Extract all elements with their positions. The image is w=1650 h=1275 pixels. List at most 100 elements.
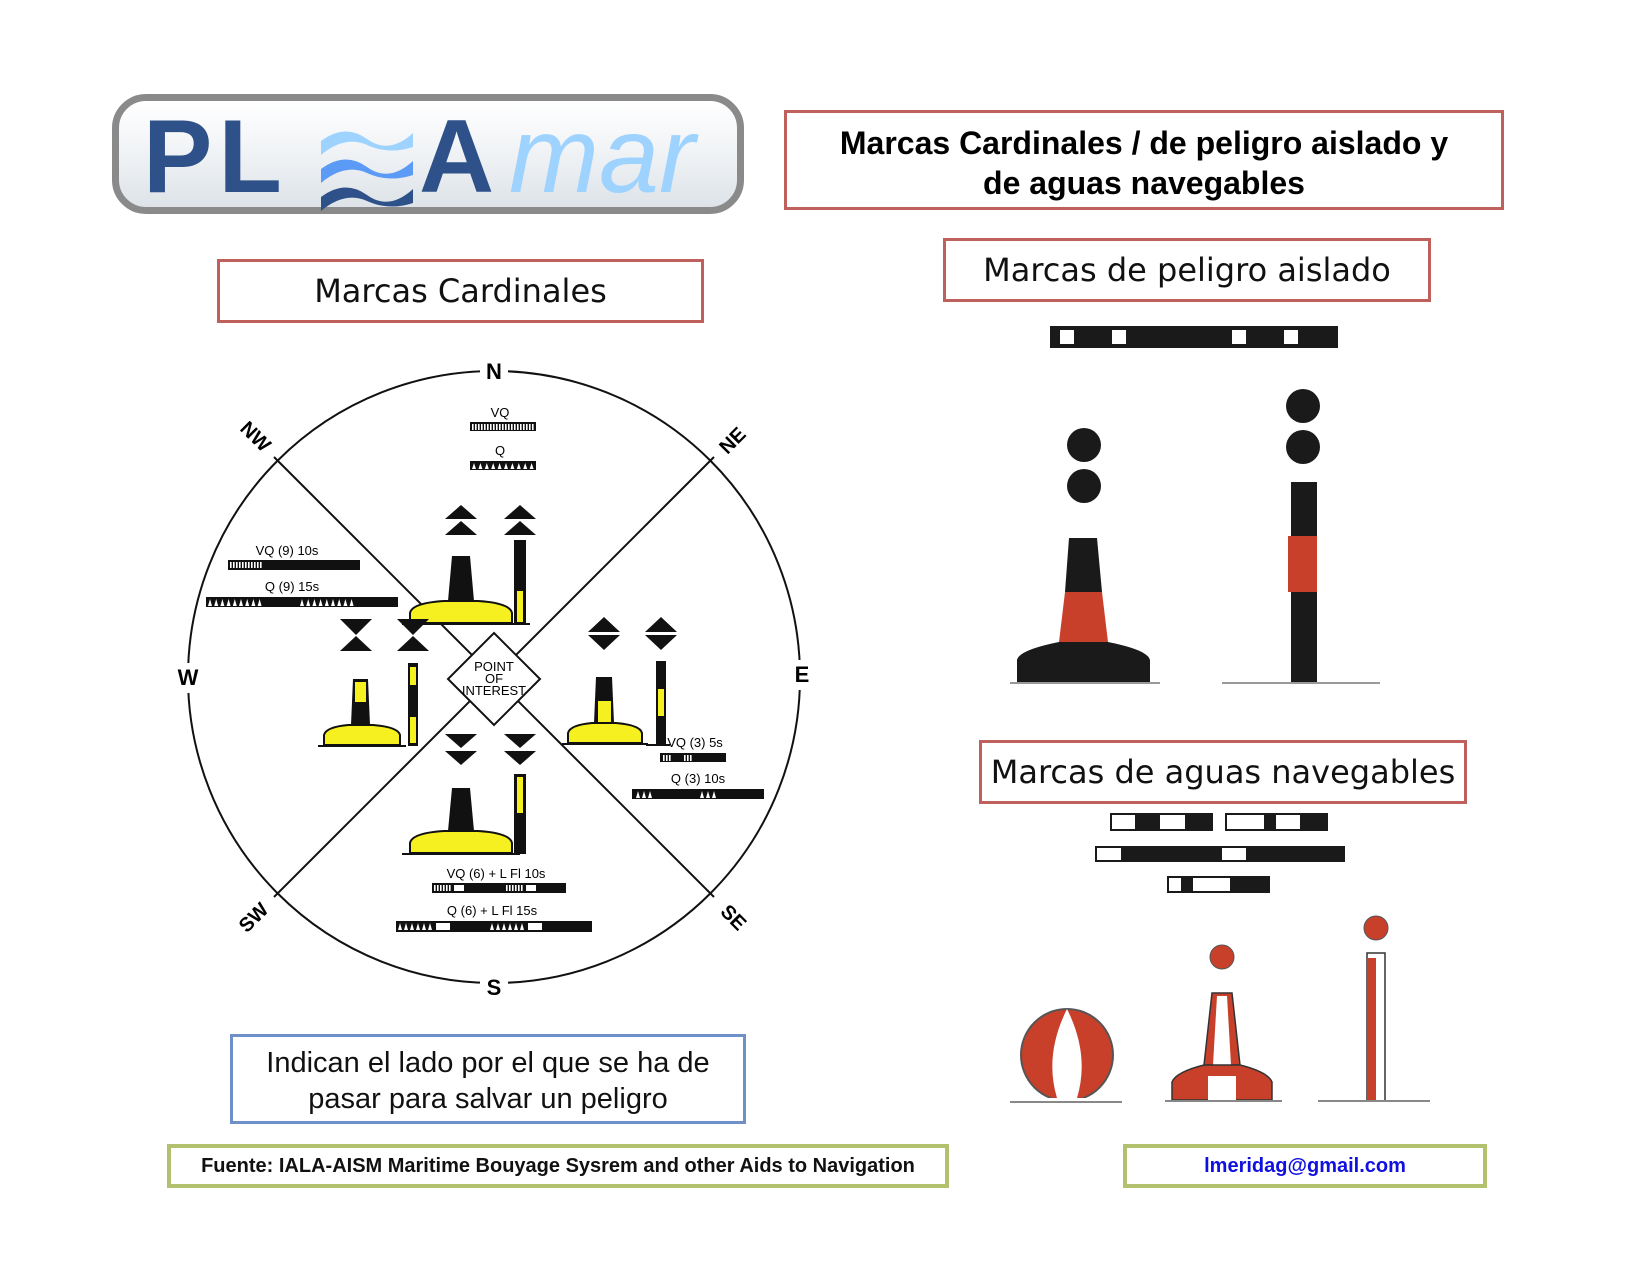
light-flash-mark [443, 885, 445, 891]
light-flash-mark [437, 885, 439, 891]
south-light-vq: VQ (6) + L Fl 10s [447, 866, 546, 881]
light-flash-mark [521, 885, 523, 891]
light-flash-mark [520, 424, 522, 430]
north-topmark-cone [445, 505, 477, 519]
safe-water-light-pattern-2 [1095, 846, 1345, 862]
light-flash-mark [700, 791, 704, 798]
south-cardinal-group: VQ (6) + L Fl 10s Q (6) + L Fl 15s [396, 734, 592, 932]
cardinal-note: Indican el lado por el que se ha de pasa… [230, 1034, 746, 1124]
light-flash-mark [422, 923, 426, 930]
light-flash-mark [505, 424, 507, 430]
north-cardinal-group: VQ Q [402, 405, 536, 625]
north-q-bar [470, 461, 536, 470]
light-flash-mark [337, 599, 342, 606]
light-flash-mark [706, 791, 710, 798]
point-of-interest-diamond [446, 631, 542, 727]
safe-water-pillar-buoy [1165, 944, 1282, 1102]
poi-line1: POINT [474, 659, 514, 674]
light-flash-mark [404, 923, 408, 930]
logo-text-a: A [419, 99, 501, 215]
south-topmark-cone [504, 751, 536, 765]
light-flash-mark [481, 424, 483, 430]
west-light-q: Q (9) 15s [265, 579, 320, 594]
light-flash-mark [230, 562, 232, 568]
light-flash-mark [306, 599, 311, 606]
light-flash-mark [690, 755, 692, 761]
source-citation: Fuente: IALA-AISM Maritime Bouyage Sysre… [167, 1144, 949, 1188]
light-flash-mark [434, 885, 436, 891]
light-flash-mark [514, 923, 518, 930]
isolated-buoy-top [1065, 538, 1102, 592]
light-flash-mark [496, 424, 498, 430]
light-flash-mark [511, 424, 513, 430]
east-topmark-cone [645, 617, 677, 632]
light-flash-mark [642, 791, 646, 798]
dir-w: W [178, 665, 199, 690]
safe-water-title: Marcas de aguas navegables [979, 740, 1467, 804]
light-flash-mark [487, 424, 489, 430]
light-flash-mark [300, 599, 304, 606]
light-flash-mark [523, 424, 525, 430]
light-flash-mark [245, 599, 250, 606]
safe-water-light-pattern-1 [1110, 813, 1328, 831]
light-flash-mark [260, 562, 262, 568]
light-flash-mark [666, 755, 668, 761]
west-topmark-cone [340, 619, 372, 635]
light-flash-mark [478, 424, 480, 430]
light-flash-mark [475, 424, 477, 430]
east-cardinal-group: VQ (3) 5s Q (3) 10s [562, 617, 764, 799]
page-title-line1: Marcas Cardinales / de peligro aislado y [839, 125, 1449, 161]
north-topmark-cone [504, 521, 536, 535]
long-flash-mark [526, 885, 536, 891]
east-vq-bar [660, 753, 726, 762]
safe-water-spherical-buoy [1010, 1008, 1122, 1103]
west-cardinal-group: VQ (9) 10s Q (9) 15s [206, 543, 429, 747]
long-flash-mark [436, 923, 450, 930]
west-topmark-cone [397, 636, 429, 651]
light-flash-mark [410, 923, 414, 930]
light-flash-mark [245, 562, 247, 568]
light-flash-mark [516, 463, 521, 469]
west-vq-bar [228, 560, 360, 570]
light-flash-mark [636, 791, 640, 798]
east-light-vq: VQ (3) 5s [667, 735, 723, 750]
south-topmark-cone [445, 734, 477, 748]
light-flash-mark [509, 885, 511, 891]
light-flash-mark [239, 599, 243, 606]
light-flash-mark [428, 923, 432, 930]
light-flash-mark [472, 424, 474, 430]
pleamar-logo: PL A mar [112, 94, 744, 214]
light-flash-mark [502, 923, 506, 930]
east-light-q: Q (3) 10s [671, 771, 726, 786]
light-flash-mark [526, 424, 528, 430]
east-topmark-cone [588, 635, 620, 650]
light-flash-mark [226, 599, 231, 606]
light-flash-mark [508, 424, 510, 430]
south-topmark-cone [504, 734, 536, 748]
light-flash-mark [236, 562, 238, 568]
south-topmark-cone [445, 751, 477, 765]
north-topmark-cone [504, 505, 536, 519]
dir-s: S [487, 975, 502, 1000]
logo-text-pl: PL [143, 99, 288, 215]
light-flash-mark [449, 885, 451, 891]
isolated-topmark-ball [1067, 469, 1101, 503]
isolated-danger-diagram [1010, 326, 1380, 684]
light-flash-mark [239, 562, 241, 568]
isolated-topmark-ball [1067, 428, 1101, 462]
west-topmark-cone [397, 619, 429, 635]
safe-water-diagram [1010, 813, 1430, 1103]
light-flash-mark [312, 599, 317, 606]
light-flash-mark [416, 923, 420, 930]
dir-n: N [486, 359, 502, 384]
isolated-topmark-ball [1286, 430, 1320, 464]
west-buoy-base [323, 724, 401, 746]
light-flash-mark [493, 424, 495, 430]
cardinal-compass-diagram: N S W E NW NE SW SE POINT OF INTEREST VQ… [174, 355, 815, 1001]
contact-email[interactable]: lmeridag@gmail.com [1123, 1144, 1487, 1188]
light-flash-mark [446, 885, 448, 891]
isolated-danger-title: Marcas de peligro aislado [943, 238, 1431, 302]
light-flash-mark [508, 923, 512, 930]
light-flash-mark [398, 923, 402, 930]
light-flash-mark [248, 562, 250, 568]
